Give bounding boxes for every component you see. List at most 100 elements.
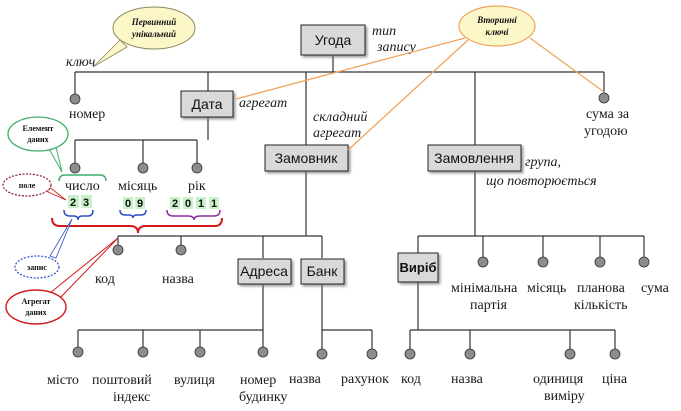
- node-vulytsia: [194, 346, 206, 358]
- box-zamovlennia-label: Замовлення: [434, 150, 514, 166]
- box-adresa-label: Адреса: [240, 263, 288, 279]
- node-nomer: [69, 93, 81, 105]
- node-suma: [638, 256, 650, 268]
- callout-pervynnyi-line2: унікальний: [131, 29, 176, 39]
- callout-pervynnyi-line1: Первинний: [131, 17, 177, 27]
- label-vyrib-kod: код: [401, 372, 421, 387]
- label-ugodoiu: угодою: [584, 124, 628, 139]
- callout-element-line2: даних: [27, 135, 48, 144]
- node-rik: [191, 162, 203, 174]
- label-vymiru: виміру: [544, 389, 585, 404]
- node-nazva: [175, 244, 187, 256]
- annotation-typ: тип: [372, 24, 396, 39]
- box-adresa[interactable]: Адреса: [237, 258, 292, 285]
- callout-vtorynni-line1: Вторинні: [476, 15, 517, 25]
- box-zamovnyk[interactable]: Замовник: [264, 144, 349, 172]
- digit-cells: 2 3 0 9 2 0 1 1: [68, 195, 219, 210]
- callout-vtorynni-kliuchi: Вторинні ключі: [458, 5, 536, 47]
- annotation-kliuch: ключ: [66, 55, 96, 70]
- callout-zapys: запис: [14, 255, 60, 279]
- digit-month-2: 9: [137, 198, 143, 210]
- callout-zapys-label: запис: [27, 263, 47, 272]
- label-suma: сума: [641, 281, 670, 296]
- node-rakhunok: [366, 348, 378, 360]
- label-kod: код: [95, 272, 115, 287]
- label-odynytsia: одиниця: [533, 372, 584, 387]
- annotation-shcho-povtoriuietsia: що повторюється: [486, 174, 597, 189]
- node-nomer-budynku: [257, 346, 269, 358]
- brackets: [51, 174, 223, 234]
- annotation-skladnyi: складний: [313, 110, 367, 125]
- digit-year-4: 1: [211, 198, 217, 210]
- label-tsina: ціна: [602, 372, 628, 387]
- label-misiats: місяць: [118, 179, 157, 194]
- node-vyrib-kod: [404, 348, 416, 360]
- box-vyrib-label: Виріб: [400, 260, 437, 275]
- annotation-agregat2: агрегат: [313, 126, 361, 141]
- callout-pole: поле: [2, 173, 52, 197]
- label-misiats2: місяць: [527, 281, 566, 296]
- node-bank-nazva: [316, 348, 328, 360]
- callout-pervynnyi-unikalnyi: Первинний унікальний: [112, 6, 196, 50]
- node-tsina: [609, 348, 621, 360]
- label-misto: місто: [47, 373, 79, 388]
- node-kod: [112, 244, 124, 256]
- node-misiats: [137, 162, 149, 174]
- annotation-zapysu: запису: [376, 40, 417, 55]
- node-odynytsia-vymiru: [564, 348, 576, 360]
- node-minimalna-partiia: [477, 256, 489, 268]
- label-planova: планова: [577, 281, 626, 296]
- callout-agregat-line1: Агрегат: [22, 297, 51, 306]
- callout-agregat-danykh: Агрегат даних: [5, 289, 67, 325]
- label-vulytsia: вулиця: [174, 373, 215, 388]
- label-rakhunok: рахунок: [341, 372, 389, 387]
- label-kilkist: кількість: [574, 298, 627, 313]
- digit-year-3: 1: [198, 198, 204, 210]
- node-misiats2: [537, 256, 549, 268]
- node-poshtovyi-indeks: [137, 346, 149, 358]
- label-nazva: назва: [162, 272, 195, 287]
- annotation-grupa: група,: [525, 155, 561, 170]
- label-budynku: будинку: [239, 390, 287, 405]
- label-minimalna: мінімальна: [451, 281, 518, 296]
- box-bank-label: Банк: [307, 263, 339, 279]
- label-indeks: індекс: [113, 390, 150, 405]
- leaf-nodes: [69, 92, 650, 360]
- label-poshtovyi: поштовий: [92, 373, 152, 388]
- node-planova-kilkist: [594, 256, 606, 268]
- label-chyslo: число: [65, 179, 100, 194]
- label-suma-za: сума за: [586, 107, 630, 122]
- label-nomer: номер: [69, 107, 105, 122]
- callout-element-danykh: Елемент даних: [7, 116, 69, 152]
- annotation-agregat: агрегат: [239, 96, 287, 111]
- box-vyrib[interactable]: Виріб: [397, 252, 439, 283]
- node-suma-za-ugodoiu: [598, 92, 610, 104]
- box-zamovnyk-label: Замовник: [275, 150, 339, 166]
- callout-agregat-line2: даних: [25, 308, 46, 317]
- callout-element-line1: Елемент: [23, 124, 54, 133]
- label-bank-nazva: назва: [289, 372, 322, 387]
- digit-day-1: 2: [70, 197, 76, 209]
- node-misto: [72, 346, 84, 358]
- box-bank[interactable]: Банк: [300, 258, 345, 285]
- node-vyrib-nazva: [464, 348, 476, 360]
- callout-pole-label: поле: [19, 181, 36, 190]
- label-nomer-b: номер: [240, 373, 276, 388]
- label-vyrib-nazva: назва: [451, 372, 484, 387]
- digit-year-2: 0: [185, 198, 191, 210]
- digit-year-1: 2: [172, 198, 178, 210]
- callout-vtorynni-line2: ключі: [485, 27, 509, 37]
- box-ugoda[interactable]: Угода: [300, 24, 366, 56]
- node-chyslo: [69, 162, 81, 174]
- box-ugoda-label: Угода: [315, 32, 352, 48]
- box-data-label: Дата: [191, 96, 222, 112]
- callout-pointers: [47, 37, 605, 301]
- digit-month-1: 0: [125, 198, 131, 210]
- label-partiia: партія: [470, 298, 508, 313]
- box-zamovlennia[interactable]: Замовлення: [427, 144, 522, 172]
- digit-day-2: 3: [83, 197, 89, 209]
- label-rik: рік: [188, 179, 206, 194]
- tree-connectors: [74, 55, 645, 350]
- box-data[interactable]: Дата: [180, 90, 234, 118]
